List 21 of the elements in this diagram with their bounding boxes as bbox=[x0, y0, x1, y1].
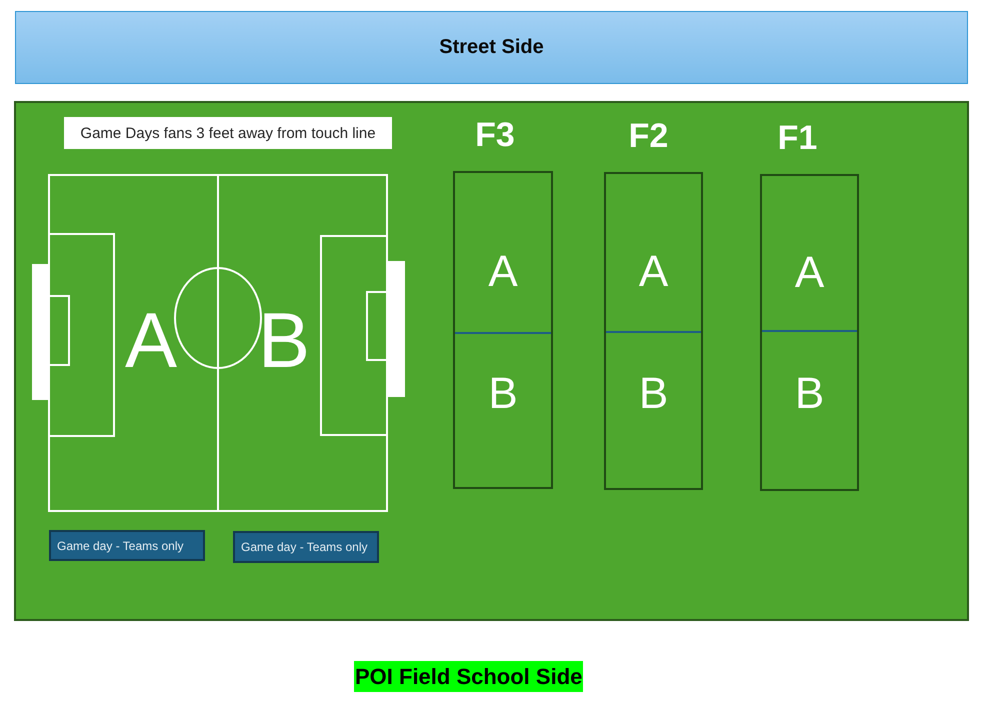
street-side-banner bbox=[15, 11, 968, 84]
banner-title: Street Side bbox=[439, 36, 544, 59]
half-label: A bbox=[638, 246, 668, 298]
notice-box bbox=[64, 117, 392, 149]
half-label: B bbox=[638, 368, 668, 420]
notice-text: Game Days fans 3 feet away from touch line bbox=[80, 124, 376, 142]
half-label: B bbox=[794, 368, 824, 420]
sign-text: Game day - Teams only bbox=[241, 540, 368, 554]
half-label: A bbox=[124, 295, 178, 385]
field-name: F1 bbox=[776, 118, 818, 158]
side-label: POI Field School Side bbox=[355, 664, 582, 690]
team-area-sign bbox=[49, 530, 205, 561]
sign-text: Game day - Teams only bbox=[57, 538, 184, 552]
half-label: B bbox=[256, 295, 312, 385]
field-name: F2 bbox=[628, 116, 670, 156]
half-label: A bbox=[794, 247, 824, 299]
half-label: A bbox=[488, 246, 518, 298]
grass-field-area bbox=[14, 101, 969, 621]
team-area-sign bbox=[233, 531, 379, 563]
field-name: F3 bbox=[474, 115, 516, 155]
half-label: B bbox=[488, 368, 518, 420]
